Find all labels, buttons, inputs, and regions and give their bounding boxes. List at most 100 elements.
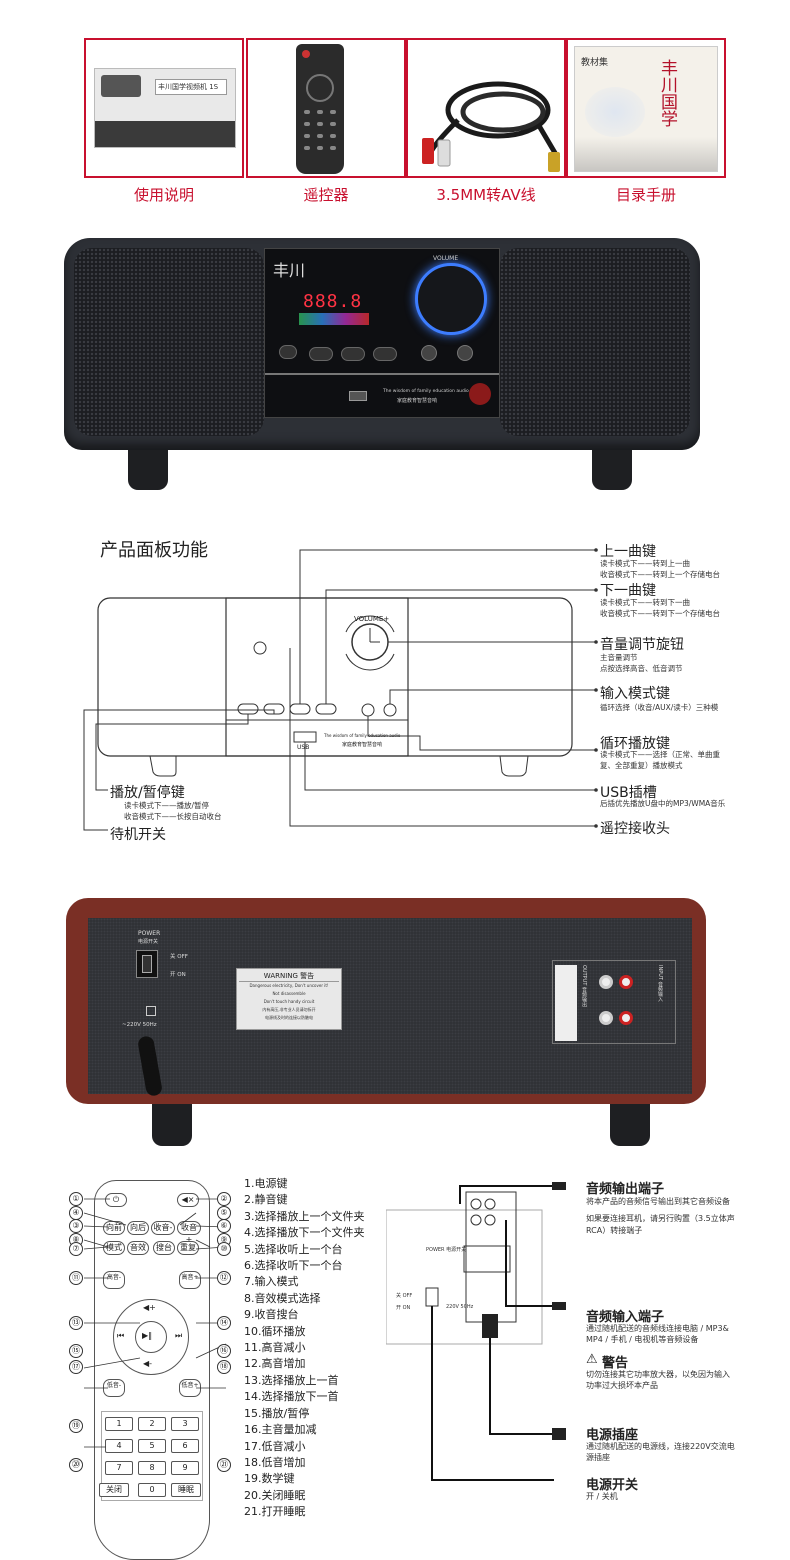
play-button (309, 347, 333, 361)
remote-digit-5[interactable]: 5 (138, 1439, 166, 1453)
remote-digit-2[interactable]: 2 (138, 1417, 166, 1431)
label-next-track-l2: 收音模式下——转到上一个存储电台 (600, 570, 720, 579)
remote-image (296, 44, 344, 174)
remote-dpad (113, 1299, 189, 1375)
remote-list-item: 3.选择播放上一个文件夹 (244, 1209, 365, 1223)
manual-band: 丰川国学视频机 1S (155, 79, 227, 95)
label-loop-l1: 读卡模式下——选择（正常、单曲重 (600, 750, 720, 759)
rear-input-label: INPUT 音频输入 (657, 965, 663, 1002)
port-audio-out-l3: 如果要连接耳机，请另行购置（3.5立体声 (586, 1214, 735, 1223)
spectrum-bar (299, 313, 369, 325)
port-power-socket-l2: 源插座 (586, 1453, 610, 1462)
remote-vol-up[interactable]: ◀+ (143, 1303, 156, 1312)
warning-triangle-icon: ⚠ (586, 1352, 598, 1367)
port-audio-out-l1: 将本产品的音频信号输出到其它音频设备 (586, 1197, 730, 1206)
label-play-pause-l1: 读卡模式下——播放/暂停 (124, 801, 210, 810)
remote-digit-8[interactable]: 8 (138, 1461, 166, 1475)
remote-treble-down[interactable]: 高音- (103, 1271, 125, 1289)
remote-list-item: 16.主音量加减 (244, 1423, 317, 1437)
remote-digit-6[interactable]: 6 (171, 1439, 199, 1453)
port-audio-in-l2: MP4 / 手机 / 电视机等音频设备 (586, 1335, 699, 1344)
av-cable-image (422, 81, 561, 172)
catalog-image: 教材集 丰川国学 (574, 46, 718, 172)
ports-mini-voltage: 220V 50Hz (446, 1304, 474, 1310)
remote-diagram: ⏻ ◀× 向前 向后 收音- 收音+ 模式 音效 搜台 重复 高音- 高音+ ◀… (94, 1180, 210, 1560)
accessory-label-remote: 遥控器 (303, 186, 349, 204)
remote-ch-up[interactable]: 收音+ (177, 1221, 201, 1244)
callout-10: ⑩ (217, 1242, 231, 1256)
loop-button (421, 345, 437, 361)
callout-11: ⑪ (69, 1271, 83, 1285)
remote-play[interactable]: ▶‖ (142, 1331, 153, 1340)
remote-repeat[interactable]: 重复 (177, 1241, 199, 1255)
remote-ch-down[interactable]: 收音- (151, 1221, 175, 1235)
standby-button (279, 345, 297, 359)
remote-mode[interactable]: 模式 (103, 1241, 125, 1255)
warning-sticker: WARNING 警告 Dangerous electricity, Don't … (236, 968, 342, 1030)
callout-17: ⑰ (69, 1360, 83, 1374)
catalog-brand: 丰川国学 (657, 59, 677, 127)
callout-21: ㉑ (217, 1458, 231, 1472)
label-volume-l2: 点按选择高音、低音调节 (600, 664, 683, 673)
panel-usb-label: USB (297, 744, 310, 751)
remote-vol-down[interactable]: ◀- (143, 1359, 153, 1368)
rear-leg-right (610, 1104, 650, 1146)
label-usb-l1: 后插优先播放U盘中的MP3/WMA音乐 (600, 799, 726, 808)
remote-list-item: 18.低音增加 (244, 1455, 306, 1469)
remote-digit-9[interactable]: 9 (171, 1461, 199, 1475)
remote-list-item: 15.播放/暂停 (244, 1406, 310, 1420)
remote-function-list: 1.电源键 2.静音键 3.选择播放上一个文件夹 4.选择播放下一个文件夹 5.… (244, 1176, 365, 1521)
speaker-brand: 丰川 (273, 261, 306, 280)
usb-port (349, 391, 367, 401)
next-button (373, 347, 397, 361)
panel-diagram (83, 548, 598, 831)
label-play-pause-l2: 收音模式下——长按自动收台 (124, 812, 222, 821)
remote-next[interactable]: ⏭ (175, 1331, 183, 1340)
label-loop-l2: 复、全部重复）播放模式 (600, 761, 683, 770)
remote-list-item: 9.收音搜台 (244, 1308, 299, 1322)
port-audio-in-l1: 通过随机配送的音频线连接电脑 / MP3& (586, 1324, 729, 1333)
port-power-socket-title: 电源插座 (586, 1428, 639, 1443)
rca-in-white (599, 1011, 613, 1025)
label-prev-track-l1: 读卡模式下——转到下一曲 (600, 598, 690, 607)
remote-scan[interactable]: 搜台 (153, 1241, 175, 1255)
remote-sleep[interactable]: 睡眠 (171, 1483, 201, 1497)
control-face: 丰川 888.8 VOLUME The wisdom of family edu… (264, 248, 500, 418)
callout-13: ⑬ (69, 1316, 83, 1330)
accessory-cable-card (406, 38, 566, 178)
warning-line-2: Not disassemble (272, 991, 306, 996)
seal-stamp (469, 383, 491, 405)
remote-prev[interactable]: ⏮ (117, 1331, 125, 1340)
panel-tagline-cn: 家庭教育智慧音响 (342, 742, 383, 748)
remote-digit-3[interactable]: 3 (171, 1417, 199, 1431)
remote-folder-next[interactable]: 向后 (127, 1221, 149, 1235)
remote-eq[interactable]: 音效 (127, 1241, 149, 1255)
remote-digit-1[interactable]: 1 (105, 1417, 133, 1431)
remote-treble-up[interactable]: 高音+ (179, 1271, 201, 1289)
ports-mini-power: POWER 电源开关 (426, 1247, 467, 1253)
remote-digit-4[interactable]: 4 (105, 1439, 133, 1453)
remote-power-button[interactable]: ⏻ (105, 1193, 127, 1207)
remote-numpad (101, 1411, 203, 1501)
callout-3: ③ (69, 1219, 83, 1233)
accessory-label-manual: 使用说明 (133, 186, 194, 204)
rear-power-label: POWER (138, 930, 161, 937)
remote-callout-lines (83, 1198, 227, 1448)
remote-list-item: 1.电源键 (244, 1177, 288, 1190)
panel-tagline: The wisdom of family education audio (324, 733, 401, 738)
rear-voltage: ~220V 50Hz (122, 1022, 157, 1028)
speaker-front-photo: 丰川 888.8 VOLUME The wisdom of family edu… (64, 238, 700, 450)
label-usb-title: USB插槽 (600, 785, 657, 801)
remote-mute-button[interactable]: ◀× (177, 1193, 199, 1207)
port-power-switch-title: 电源开关 (586, 1478, 639, 1493)
remote-list-item: 11.高音减小 (244, 1341, 306, 1355)
callout-2: ② (217, 1192, 231, 1206)
remote-dpad-center (135, 1321, 167, 1353)
remote-digit-0[interactable]: 0 (138, 1483, 166, 1497)
rear-leg-left (152, 1104, 192, 1146)
remote-digit-7[interactable]: 7 (105, 1461, 133, 1475)
remote-sleep-off[interactable]: 关闭 (99, 1483, 129, 1497)
remote-list-item: 20.关闭睡眠 (244, 1488, 306, 1502)
label-prev-track-l2: 收音模式下——转到下一个存储电台 (600, 609, 720, 618)
accessory-manual-card: 丰川国学视频机 1S (84, 38, 244, 178)
